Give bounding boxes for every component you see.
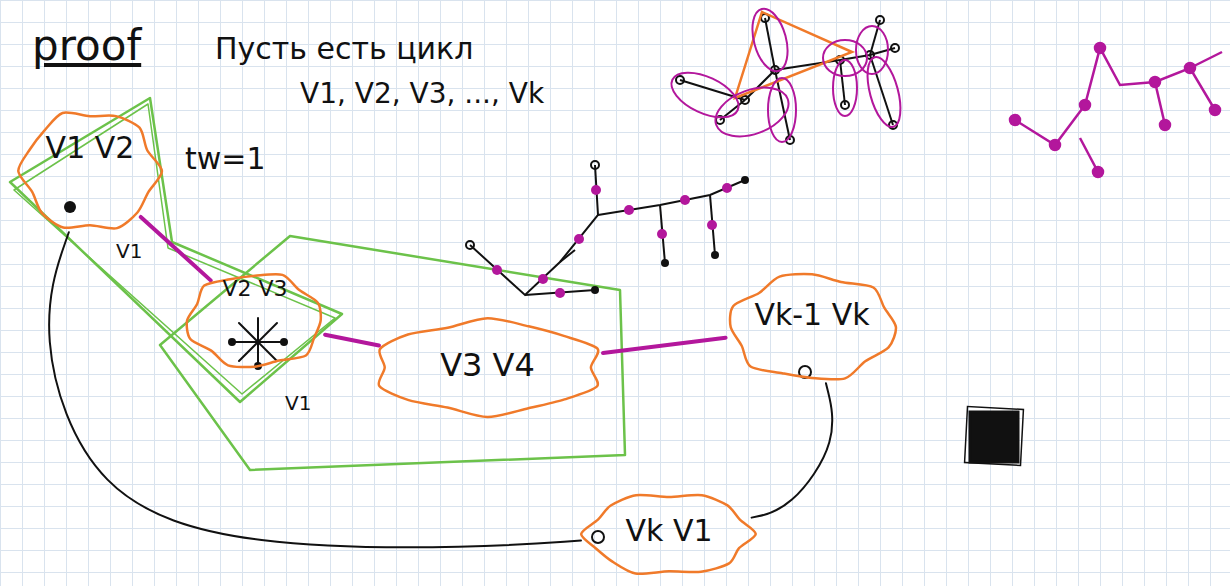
note-text: Пусть есть цикл	[215, 32, 473, 67]
cycle-connector	[49, 232, 581, 547]
bag-label: V2 V3	[222, 276, 287, 301]
cycle-connector	[141, 217, 211, 280]
cycle-connector	[325, 335, 379, 346]
bag-outline-path	[730, 274, 896, 379]
bag-outline-path	[379, 318, 599, 417]
note-text: V1	[116, 240, 142, 263]
note-text: tw=1	[185, 142, 266, 177]
bag-outline-path	[18, 113, 162, 229]
tree-sketch	[470, 165, 745, 295]
vertex-bag: V3 V4	[365, 315, 610, 420]
zigzag-sketch	[1010, 43, 1222, 177]
bag-outline	[15, 105, 165, 237]
bag-outline-path	[581, 495, 756, 574]
bag-label: Vk V1	[625, 514, 712, 549]
qed-square-outline	[965, 407, 1024, 466]
vertex-bag: V2 V3	[180, 268, 330, 373]
graph-sketch	[676, 14, 899, 144]
group-outline	[10, 98, 342, 402]
tree-dots	[466, 161, 749, 298]
bag-outline-path	[187, 274, 321, 367]
vertex-bag: Vk V1	[578, 488, 760, 580]
proof-heading: proof	[32, 22, 141, 70]
note-text: V1	[285, 392, 311, 415]
qed-square	[970, 412, 1018, 462]
cycle-connector	[752, 383, 833, 517]
cycle-connector	[603, 338, 726, 353]
bag-label: Vk-1 Vk	[754, 298, 869, 333]
bag-label: V1 V2	[46, 131, 135, 166]
vertex-dot	[592, 531, 604, 543]
bag-label: V3 V4	[440, 347, 535, 384]
group-outline	[160, 236, 625, 470]
note-text: V1, V2, V3, ..., Vk	[300, 78, 544, 110]
vertex-bag: V1 V2	[15, 105, 165, 237]
vertex-bag: Vk-1 Vk	[722, 268, 902, 386]
bag-ellipses	[665, 5, 907, 146]
vertex-dot	[64, 201, 76, 213]
